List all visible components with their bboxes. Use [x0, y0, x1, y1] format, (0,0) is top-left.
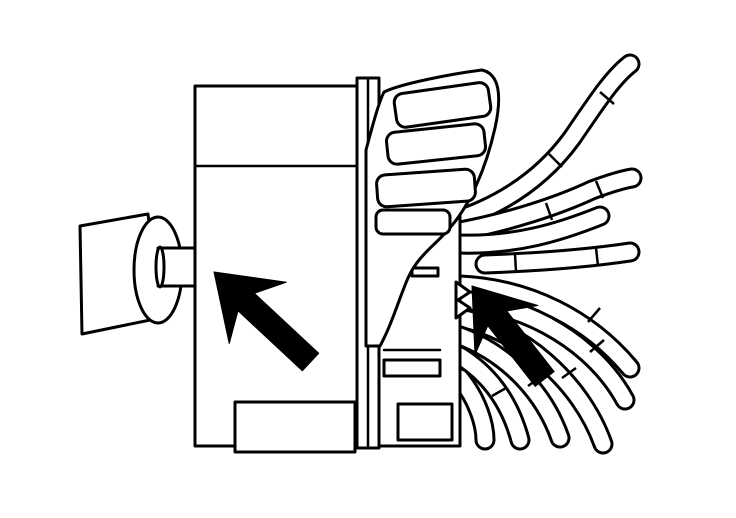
- wire-2: [444, 167, 643, 243]
- wire-10: [449, 367, 496, 451]
- wire-1: [439, 53, 641, 233]
- wire-9: [449, 345, 531, 451]
- wire-5: [449, 274, 641, 379]
- locking-tab: [364, 68, 501, 348]
- wire-4: [474, 241, 641, 275]
- cylinder: [78, 212, 200, 336]
- arrow-up-left-icon: [213, 271, 320, 372]
- arrow-up-left-icon: [471, 285, 555, 388]
- latch-detail: [454, 280, 472, 320]
- connector-body: [193, 76, 381, 454]
- wire-3: [447, 205, 611, 255]
